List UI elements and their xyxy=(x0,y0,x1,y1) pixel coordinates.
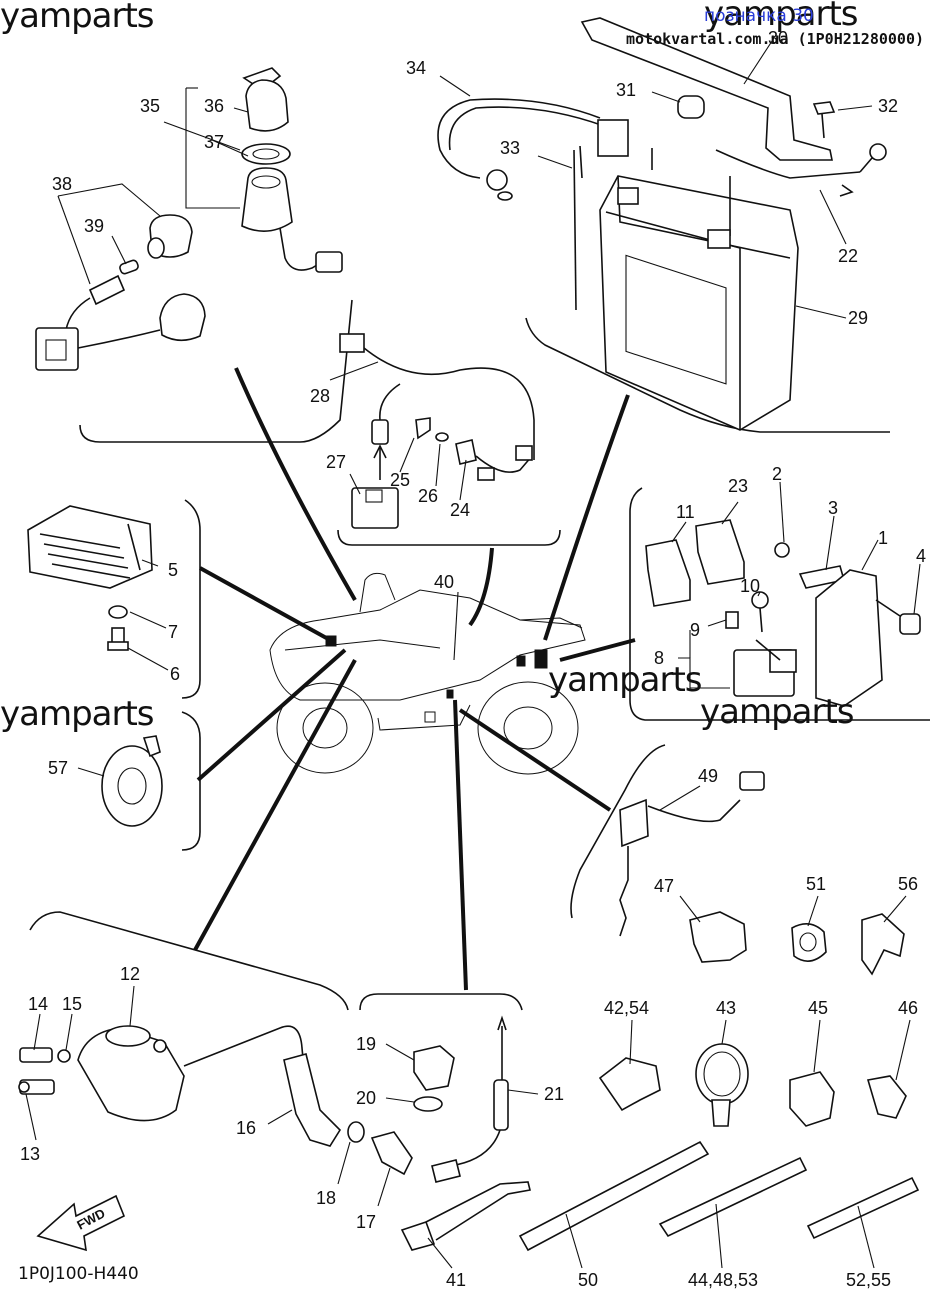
callout-12: 12 xyxy=(120,964,140,984)
callout-42-54: 42,54 xyxy=(604,998,649,1018)
callout-36: 36 xyxy=(204,96,224,116)
watermark-center: yamparts xyxy=(548,660,703,700)
callout-15: 15 xyxy=(62,994,82,1014)
watermark-mid-right: yamparts xyxy=(700,692,855,732)
callout-39: 39 xyxy=(84,216,104,236)
callout-52-55: 52,55 xyxy=(846,1270,891,1290)
callout-1: 1 xyxy=(878,528,888,548)
watermark-mid-left: yamparts xyxy=(0,694,155,734)
callout-43: 43 xyxy=(716,998,736,1018)
callout-2: 2 xyxy=(772,464,782,484)
ignition-switch-assembly xyxy=(241,67,343,273)
diagram-code: 1P0J100-H440 xyxy=(18,1264,139,1284)
callout-11: 11 xyxy=(676,502,695,522)
clamps-and-ties xyxy=(400,911,920,1252)
callout-18: 18 xyxy=(316,1188,336,1208)
callout-31: 31 xyxy=(616,80,636,100)
callout-labels: 1 2 3 4 5 6 7 8 9 10 11 12 13 14 15 16 1… xyxy=(20,28,926,1290)
callout-13: 13 xyxy=(20,1144,40,1164)
callout-27: 27 xyxy=(326,452,346,472)
callout-17: 17 xyxy=(356,1212,376,1232)
callout-49: 49 xyxy=(698,766,718,786)
callout-41: 41 xyxy=(446,1270,466,1290)
callout-26: 26 xyxy=(418,486,438,506)
watermark-top-right: yamparts xyxy=(704,0,859,34)
battery-cables xyxy=(437,98,629,311)
center-harness-group xyxy=(339,333,535,529)
callout-29: 29 xyxy=(848,308,868,328)
callout-19: 19 xyxy=(356,1034,376,1054)
neutral-switch xyxy=(619,771,765,937)
battery-bracket xyxy=(580,17,887,197)
callout-9: 9 xyxy=(690,620,700,640)
callout-24: 24 xyxy=(450,500,470,520)
callout-35: 35 xyxy=(140,96,160,116)
callout-32: 32 xyxy=(878,96,898,116)
brand-label: позначка 30 xyxy=(704,6,814,26)
callout-45: 45 xyxy=(808,998,828,1018)
callout-28: 28 xyxy=(310,386,330,406)
callout-3: 3 xyxy=(828,498,838,518)
callout-47: 47 xyxy=(654,876,674,896)
callout-5: 5 xyxy=(168,560,178,580)
leader-lines-heavy xyxy=(193,367,636,991)
callout-34: 34 xyxy=(406,58,426,78)
callout-6: 6 xyxy=(170,664,180,684)
callout-14: 14 xyxy=(28,994,48,1014)
callout-10: 10 xyxy=(740,576,760,596)
callout-23: 23 xyxy=(728,476,748,496)
callout-51: 51 xyxy=(806,874,826,894)
callout-50: 50 xyxy=(578,1270,598,1290)
horn xyxy=(101,735,163,827)
leader-lines xyxy=(25,37,921,1269)
callout-56: 56 xyxy=(898,874,918,894)
callout-33: 33 xyxy=(500,138,520,158)
callout-30: 30 xyxy=(768,28,788,48)
callout-20: 20 xyxy=(356,1088,376,1108)
source-url-label: motokvartal.com.ua (1P0H21280000) xyxy=(626,30,925,48)
callout-37: 37 xyxy=(204,132,224,152)
battery xyxy=(599,148,799,431)
callout-22: 22 xyxy=(838,246,858,266)
callout-4: 4 xyxy=(916,546,926,566)
callout-40: 40 xyxy=(434,572,454,592)
callout-46: 46 xyxy=(898,998,918,1018)
fwd-arrow-icon: FWD xyxy=(36,1194,126,1252)
ignition-coil xyxy=(18,1025,342,1147)
callout-38: 38 xyxy=(52,174,72,194)
callout-8: 8 xyxy=(654,648,664,668)
relay-and-cdi-group xyxy=(645,519,921,707)
callout-44-48-53: 44,48,53 xyxy=(688,1270,758,1290)
light-socket-assembly xyxy=(35,214,206,371)
atv-outline xyxy=(269,572,586,775)
sensor-group xyxy=(347,1015,509,1183)
watermark-top-left: yamparts xyxy=(0,0,155,36)
callout-16: 16 xyxy=(236,1118,256,1138)
callout-57: 57 xyxy=(48,758,68,778)
callout-21: 21 xyxy=(544,1084,564,1104)
rectifier-regulator xyxy=(27,505,153,651)
group-frames xyxy=(29,299,930,1011)
callout-25: 25 xyxy=(390,470,410,490)
callout-7: 7 xyxy=(168,622,178,642)
